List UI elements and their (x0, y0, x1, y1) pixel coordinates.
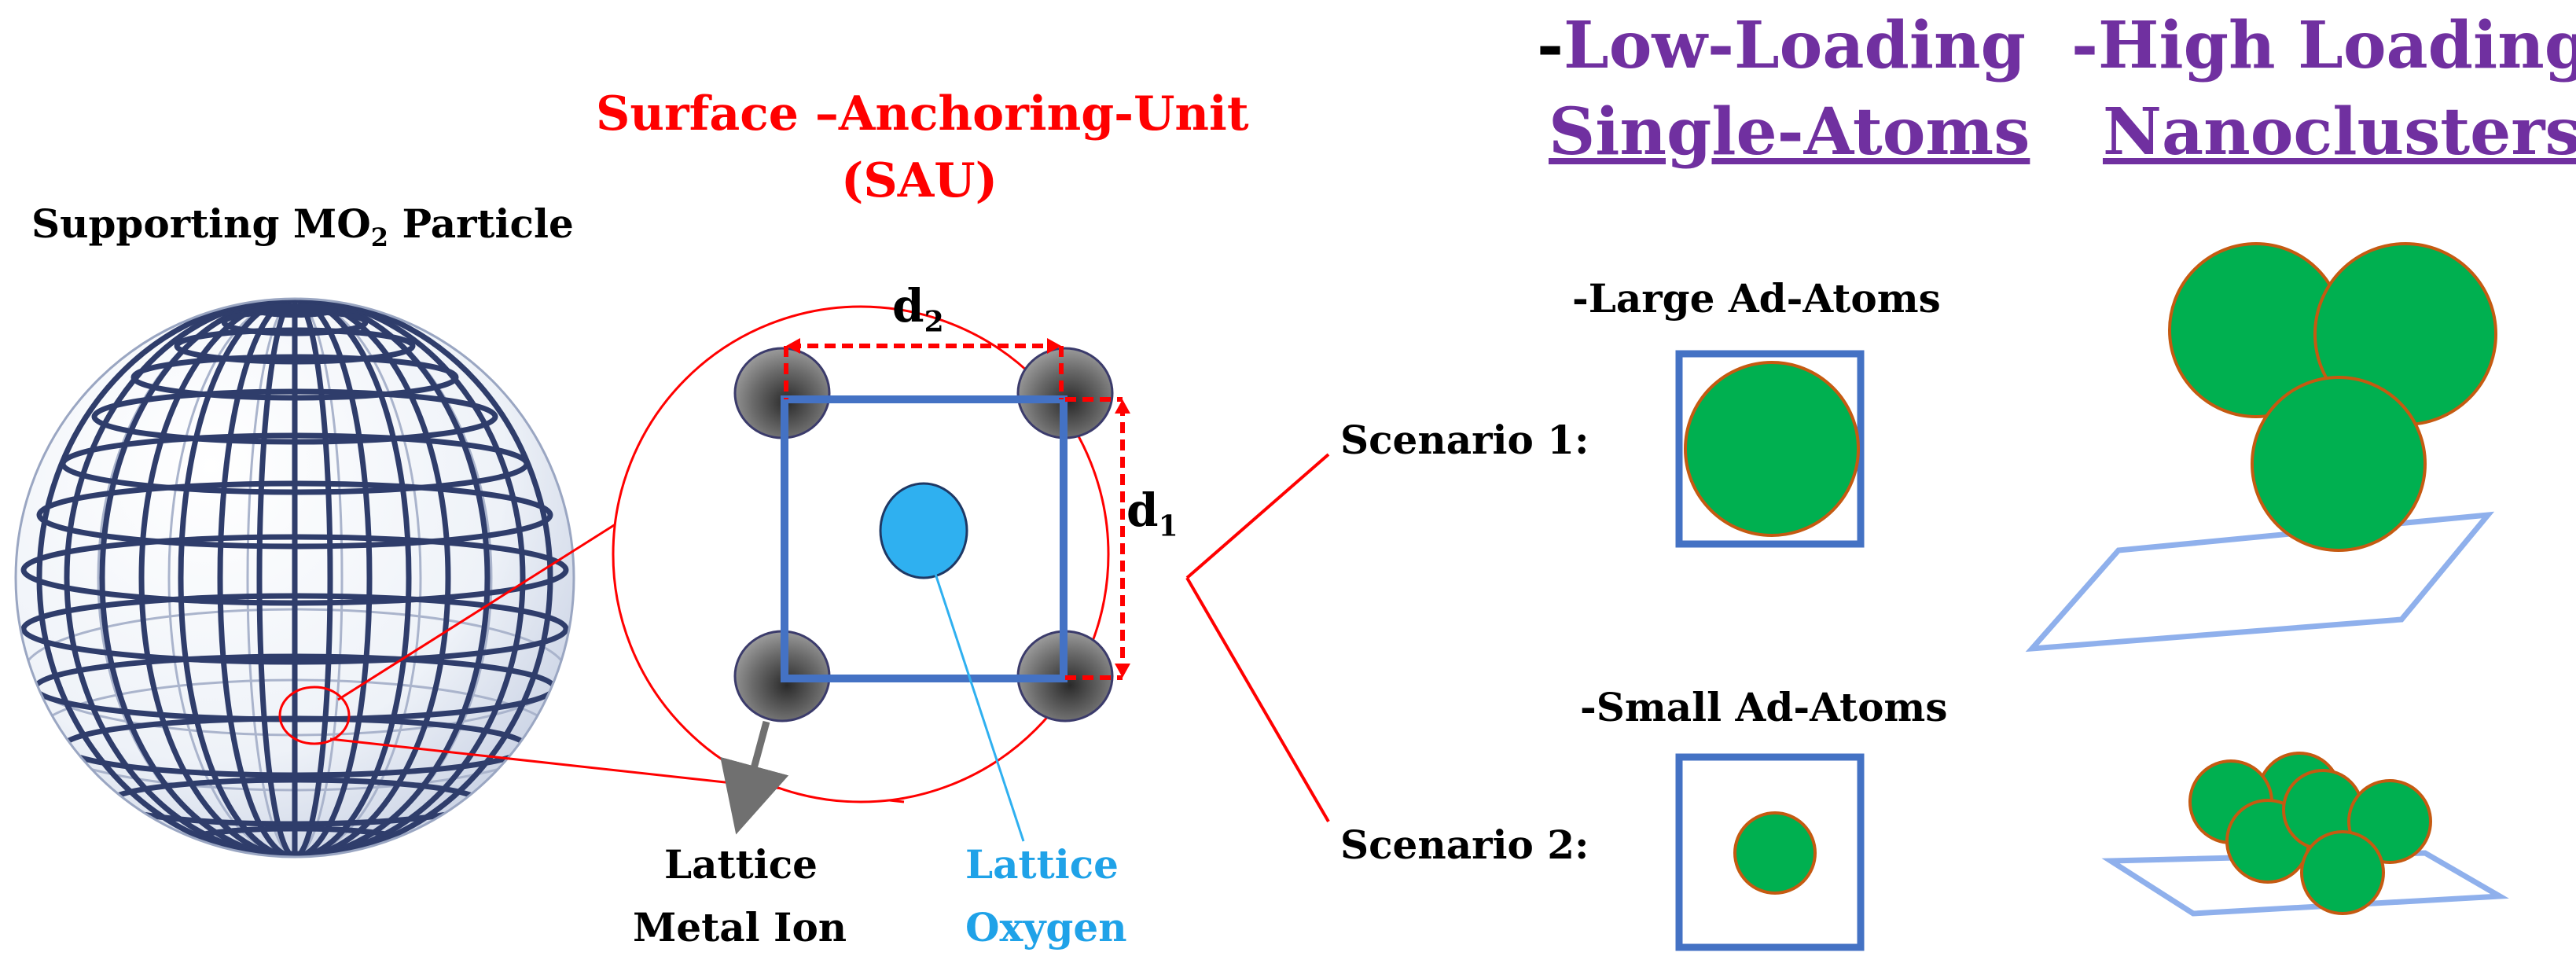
metal-ion-label-line2: Metal Ion (633, 904, 847, 950)
d2-arrow-right (1047, 338, 1061, 354)
d2-dimension (784, 344, 1064, 399)
oxygen-label-line1: Lattice (965, 841, 1119, 888)
single-atom-square-large (1675, 350, 1865, 548)
d1-arrow-top (1115, 399, 1130, 414)
oxygen-label-line2: Oxygen (965, 904, 1127, 950)
d1-dimension (1065, 397, 1125, 680)
large-ad-atoms-label: -Large Ad-Atoms (1572, 275, 1941, 322)
d1-label: d1 (1126, 483, 1178, 543)
small-ad-atom (1733, 811, 1817, 895)
lattice-square (781, 395, 1068, 682)
metal-ion-label-line1: Lattice (664, 841, 818, 888)
sau-title-line2: (SAU) (841, 153, 998, 208)
small-nanocluster (2101, 752, 2509, 917)
small-ad-atoms-label: -Small Ad-Atoms (1580, 684, 1948, 730)
large-ad-atom (1684, 361, 1860, 537)
single-atom-square-small (1675, 753, 1865, 951)
low-loading-title: -Low-Loading (1537, 8, 2026, 83)
metal-ion-pointer (720, 720, 789, 835)
high-loading-title: -High Loading (2071, 8, 2576, 83)
sphere-label: Supporting MO2 Particle (31, 200, 574, 252)
globe-pole (252, 303, 338, 318)
sau-title-line1: Surface –Anchoring-Unit (596, 86, 1249, 142)
single-atoms-subtitle: Single-Atoms (1549, 94, 2030, 170)
lattice-oxygen (879, 482, 968, 579)
support-plane-large (2025, 511, 2495, 653)
globe-sphere (14, 297, 575, 859)
scenario-1-label: Scenario 1: (1340, 417, 1589, 463)
oxygen-pointer (934, 573, 1025, 842)
d2-label: d2 (892, 279, 944, 339)
d2-arrow-left (786, 338, 800, 354)
scenario-2-label: Scenario 2: (1340, 822, 1589, 868)
nanoclusters-subtitle: Nanoclusters (2103, 94, 2576, 170)
d1-arrow-bottom (1115, 664, 1130, 678)
globe-meridians (36, 299, 553, 857)
globe-highlight-region (278, 686, 351, 745)
scenario2-connector (1185, 576, 1330, 823)
scenario1-connector (1185, 453, 1330, 579)
large-nanocluster (2025, 242, 2497, 653)
